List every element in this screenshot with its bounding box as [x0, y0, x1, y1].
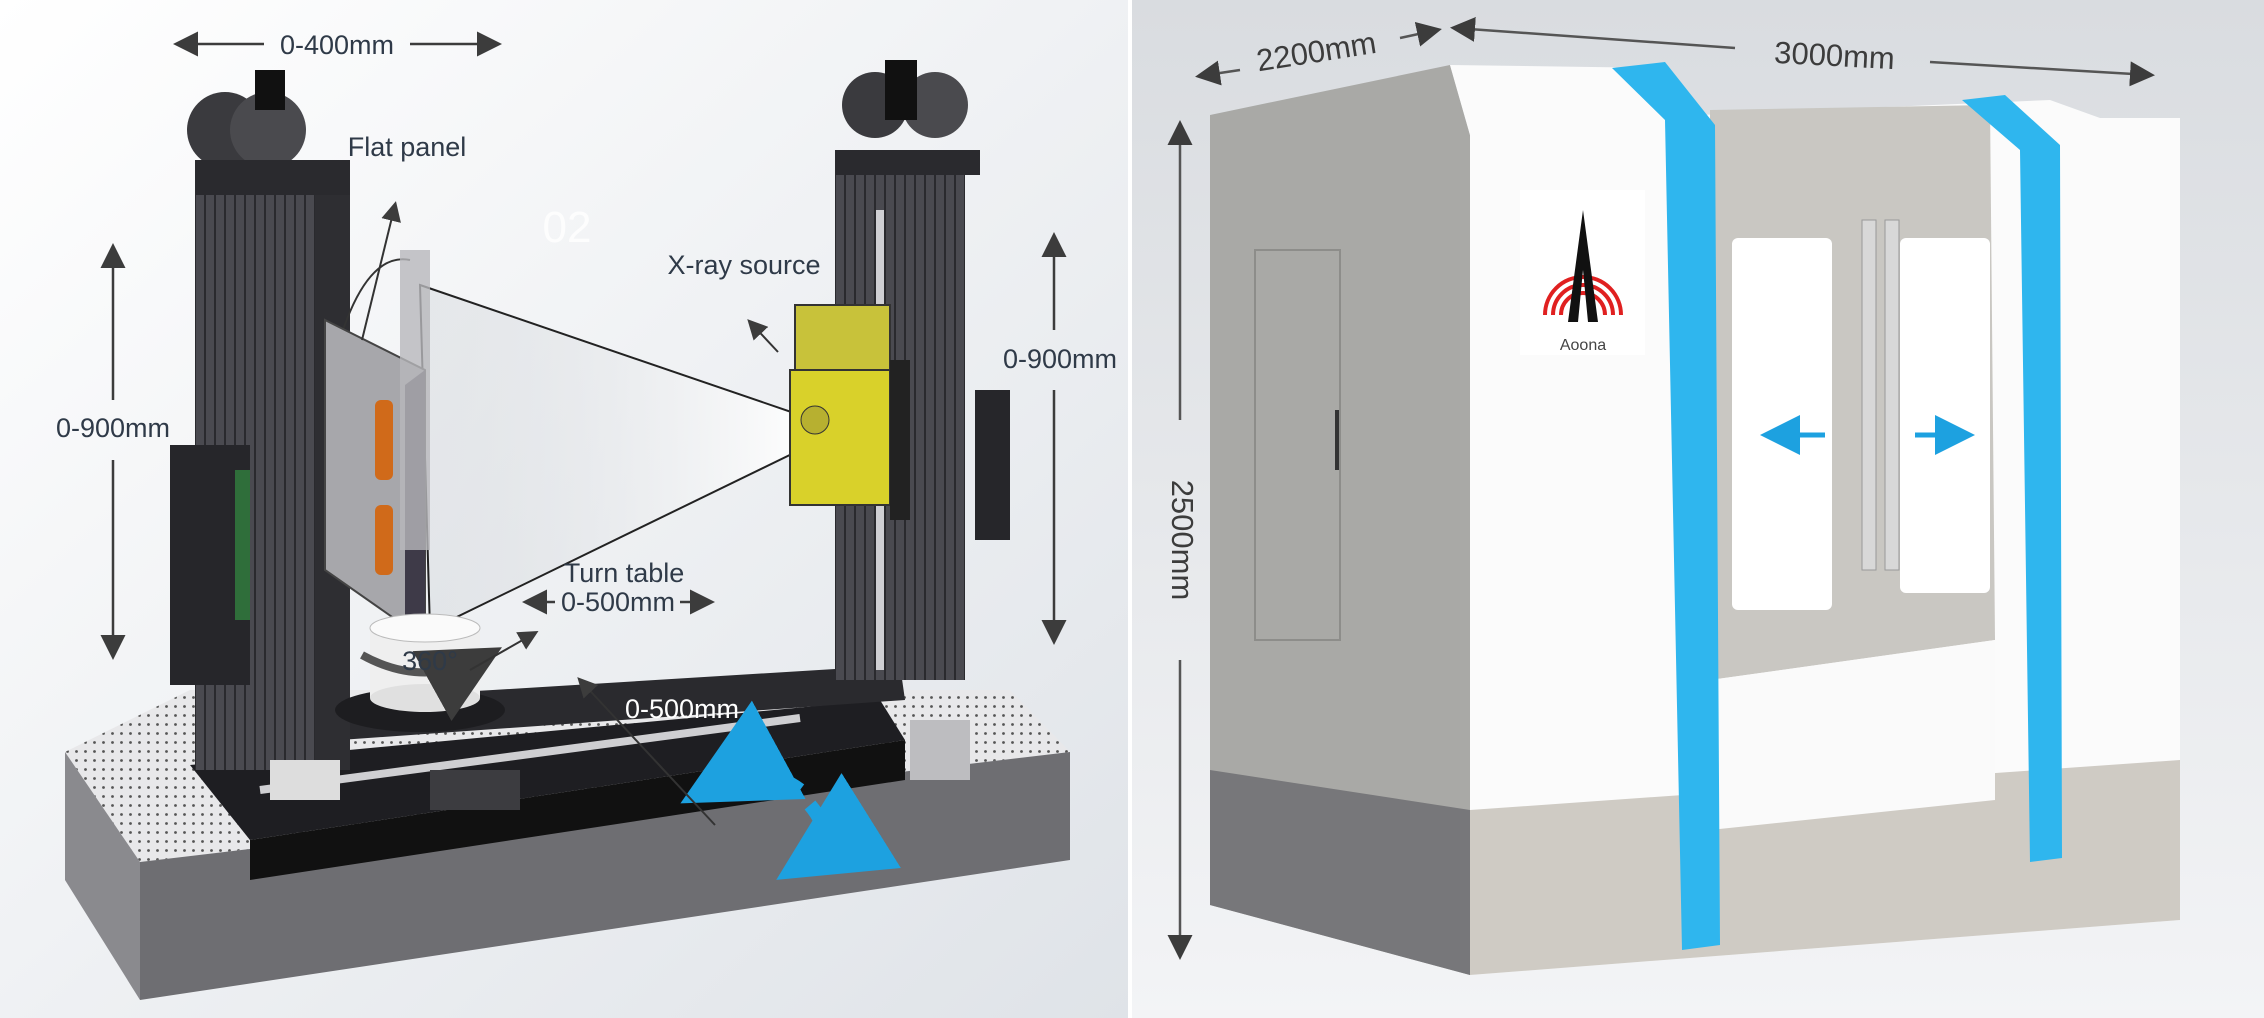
left-height-range-label: 0-900mm: [56, 413, 170, 443]
turn-table-range-label: 0-500mm: [561, 587, 675, 617]
right-height-range-label: 0-900mm: [1003, 344, 1117, 374]
turn-table: [335, 613, 505, 732]
dimension-arrows-left: [100, 31, 1067, 660]
turn-table-label: Turn table: [564, 558, 685, 588]
xray-source-unit: [789, 304, 910, 520]
company-logo: Aoona: [1520, 190, 1645, 355]
accent-band-right: [1962, 95, 2062, 862]
flat-panel-label: Flat panel: [348, 132, 467, 162]
door-window-left: [1732, 238, 1832, 610]
door-handle: [1861, 219, 1877, 571]
xray-source-label: X-ray source: [667, 250, 820, 280]
left-panel-ct-mechanism: 0-400mm Flat panel 02 X-ray source 0-900…: [0, 0, 1128, 1018]
tilt-rotation-arrows: [680, 700, 901, 880]
height-dimension-label: 2500mm: [1165, 480, 1200, 601]
flat-panel-detector: [324, 250, 430, 655]
watermark-number: 02: [543, 203, 592, 252]
rotation-label: 360°: [402, 646, 458, 676]
rail-range-label: 0-500mm: [625, 694, 739, 724]
width-dimension-label: 3000mm: [1773, 35, 1895, 76]
door-window-right: [1900, 238, 1990, 593]
dimension-arrows-right: [1167, 16, 2155, 960]
left-tower-detector-axis: [170, 70, 350, 800]
side-access-panel: [1254, 249, 1341, 641]
right-panel-ct-cabinet: Aoona 2200mm 3000mm 2500mm: [1132, 0, 2264, 1018]
width-range-label: 0-400mm: [280, 30, 394, 60]
panel-divider: [1128, 0, 1132, 1018]
accent-band-left: [1612, 62, 1720, 950]
callout-lines: [361, 201, 779, 826]
logo-text: Aoona: [1560, 337, 1606, 354]
